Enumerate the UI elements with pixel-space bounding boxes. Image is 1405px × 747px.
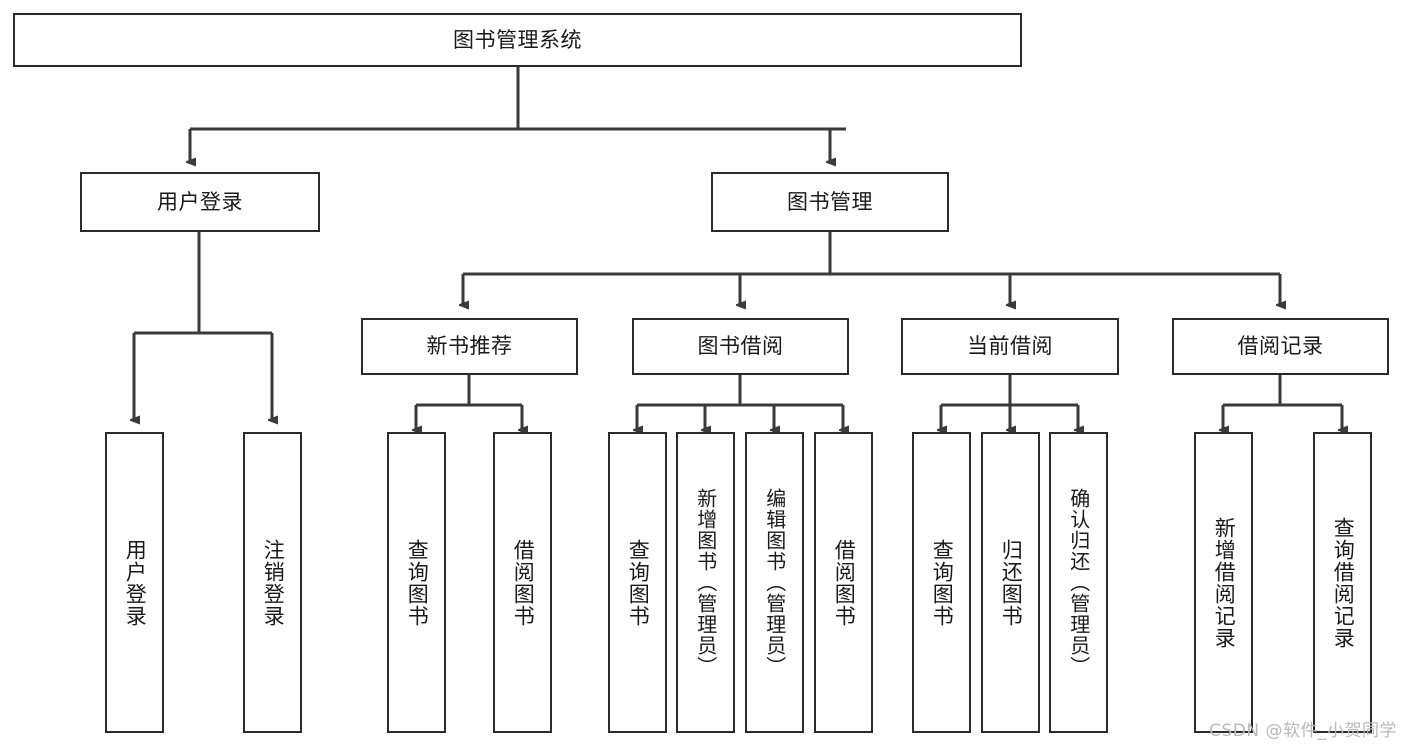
leaf-query-book-3[interactable]: 查询图书 bbox=[912, 432, 971, 733]
leaf-add-record-label: 新增借阅记录 bbox=[1212, 516, 1237, 649]
leaf-logout[interactable]: 注销登录 bbox=[243, 432, 302, 733]
leaf-query-book-3-label: 查询图书 bbox=[930, 538, 955, 627]
leaf-borrow-book-2-label: 借阅图书 bbox=[832, 538, 857, 627]
leaf-query-record-label: 查询借阅记录 bbox=[1331, 516, 1356, 649]
node-borrow-record-label: 借阅记录 bbox=[1237, 334, 1324, 359]
node-book-manage[interactable]: 图书管理 bbox=[711, 172, 949, 232]
leaf-user-login-label: 用户登录 bbox=[123, 538, 148, 627]
leaf-query-book-1-label: 查询图书 bbox=[405, 538, 430, 627]
node-new-book-recommend-label: 新书推荐 bbox=[426, 334, 513, 359]
leaf-borrow-book-2[interactable]: 借阅图书 bbox=[814, 432, 873, 733]
leaf-query-book-2-label: 查询图书 bbox=[626, 538, 651, 627]
leaf-add-book[interactable]: 新增图书（管理员） bbox=[676, 432, 735, 733]
node-borrow-record[interactable]: 借阅记录 bbox=[1172, 318, 1389, 375]
leaf-edit-book[interactable]: 编辑图书（管理员） bbox=[745, 432, 804, 733]
leaf-query-book-1[interactable]: 查询图书 bbox=[387, 432, 446, 733]
leaf-edit-book-label: 编辑图书（管理员） bbox=[762, 488, 787, 677]
node-current-borrow[interactable]: 当前借阅 bbox=[901, 318, 1119, 375]
csdn-watermark: CSDN @软件_小贺同学 bbox=[1209, 721, 1397, 741]
leaf-add-record[interactable]: 新增借阅记录 bbox=[1194, 432, 1253, 733]
node-book-borrow[interactable]: 图书借阅 bbox=[632, 318, 849, 375]
leaf-logout-label: 注销登录 bbox=[261, 538, 286, 627]
leaf-user-login[interactable]: 用户登录 bbox=[105, 432, 164, 733]
node-new-book-recommend[interactable]: 新书推荐 bbox=[361, 318, 578, 375]
leaf-confirm-return[interactable]: 确认归还（管理员） bbox=[1049, 432, 1108, 733]
leaf-confirm-return-label: 确认归还（管理员） bbox=[1066, 488, 1091, 677]
leaf-return-book-label: 归还图书 bbox=[999, 538, 1024, 627]
node-user-login[interactable]: 用户登录 bbox=[80, 172, 320, 232]
leaf-borrow-book-1[interactable]: 借阅图书 bbox=[493, 432, 552, 733]
leaf-query-book-2[interactable]: 查询图书 bbox=[608, 432, 667, 733]
node-root-label: 图书管理系统 bbox=[453, 27, 582, 52]
node-book-manage-label: 图书管理 bbox=[787, 189, 873, 214]
node-current-borrow-label: 当前借阅 bbox=[967, 334, 1053, 359]
node-book-borrow-label: 图书借阅 bbox=[697, 334, 784, 359]
node-root[interactable]: 图书管理系统 bbox=[13, 13, 1022, 67]
leaf-add-book-label: 新增图书（管理员） bbox=[693, 488, 718, 677]
leaf-query-record[interactable]: 查询借阅记录 bbox=[1313, 432, 1372, 733]
leaf-return-book[interactable]: 归还图书 bbox=[981, 432, 1040, 733]
leaf-borrow-book-1-label: 借阅图书 bbox=[511, 538, 536, 627]
node-user-login-label: 用户登录 bbox=[157, 189, 243, 214]
